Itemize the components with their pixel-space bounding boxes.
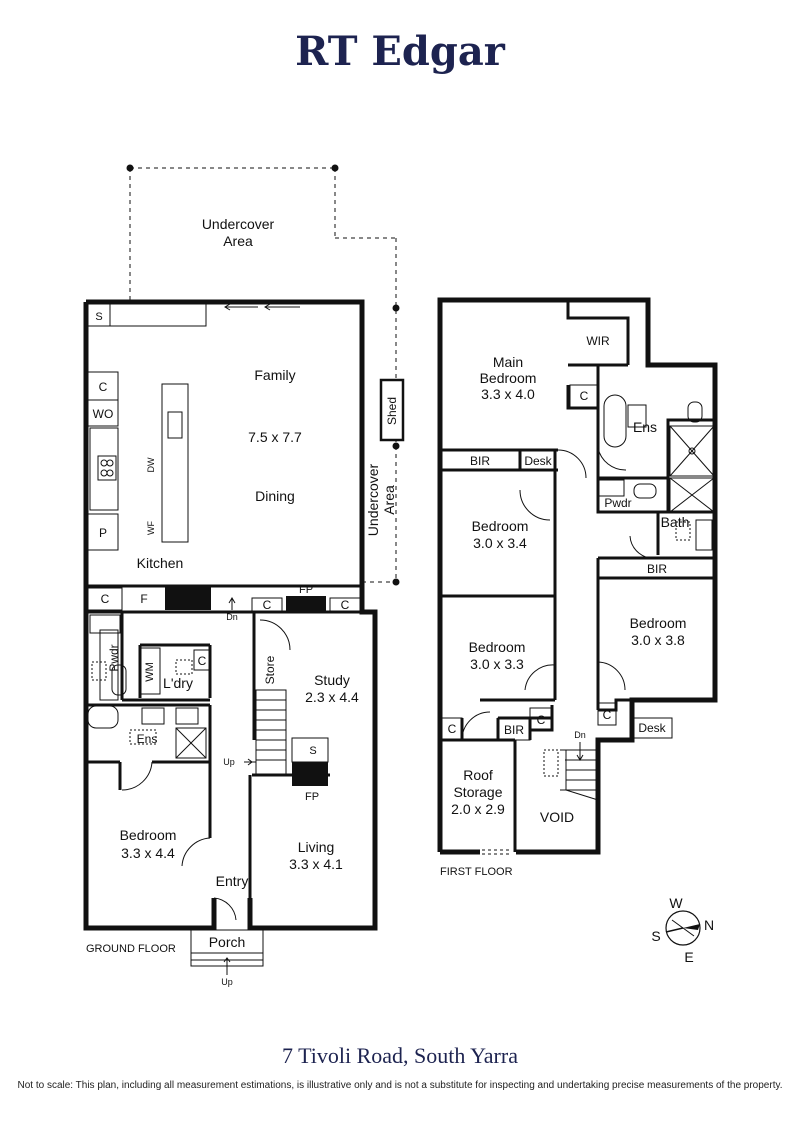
powder-label: Pwdr (107, 644, 121, 671)
family-label: Family (254, 367, 295, 383)
bedroom-b-label: Bedroom (630, 615, 687, 631)
fireplace-top (286, 596, 326, 612)
void-label: VOID (540, 809, 574, 825)
compass-south: S (651, 928, 660, 944)
bath-label: Bath (661, 514, 690, 530)
first-stairs (560, 742, 599, 801)
sliding-door-arrows (224, 303, 300, 311)
ground-stairs (244, 689, 329, 776)
bir-2-label: BIR (647, 562, 667, 576)
first-floor-label: FIRST FLOOR (440, 866, 513, 878)
bedroom-a-dimensions: 3.0 x 3.4 (473, 535, 527, 551)
stair-up-label: Up (223, 757, 235, 767)
kitchen-label: Kitchen (137, 555, 184, 571)
first-door-arcs (461, 447, 659, 741)
dishwasher-label: DW (146, 457, 156, 472)
compass: W N S E (651, 895, 714, 965)
stair-shelf-label: S (309, 745, 316, 757)
dining-label: Dining (255, 488, 295, 504)
compass-east: E (684, 949, 693, 965)
bir-1-label: BIR (470, 454, 490, 468)
entry-label: Entry (216, 873, 249, 889)
roof-storage-label-2: Storage (453, 784, 502, 800)
laundry-label: L'dry (163, 675, 193, 691)
ground-windows (130, 299, 378, 931)
cupboard-3-label: C (603, 708, 612, 722)
first-down-label: Dn (574, 730, 586, 740)
cupboard-fp-left-label: C (263, 598, 272, 612)
washing-machine-label: WM (144, 662, 156, 682)
compass-north: N (704, 917, 714, 933)
ground-bedroom-label: Bedroom (120, 827, 177, 843)
porch-label: Porch (209, 934, 246, 950)
undercover-top-label-2: Area (223, 233, 253, 249)
water-filter-label: WF (146, 521, 156, 535)
shelf-s-label: S (95, 311, 102, 323)
brand-logo: RT Edgar (295, 28, 505, 75)
pantry-label: P (99, 526, 107, 540)
fireplace-bottom (292, 762, 328, 786)
roof-storage-dimensions: 2.0 x 2.9 (451, 801, 505, 817)
down-label: Dn (226, 612, 238, 622)
shed-box (379, 378, 405, 442)
ground-bedroom-dimensions: 3.3 x 4.4 (121, 845, 175, 861)
bedroom-b-dimensions: 3.0 x 3.8 (631, 632, 685, 648)
ground-ensuite-label: Ens (137, 732, 158, 746)
undercover-side-label-1: Undercover (365, 463, 381, 536)
study-dimensions: 2.3 x 4.4 (305, 689, 359, 705)
undercover-top-label-1: Undercover (202, 216, 275, 232)
study-label: Study (314, 672, 350, 688)
fireplace-top-label: FP (299, 584, 313, 596)
main-cupboard-label: C (580, 389, 589, 403)
store-label: Store (263, 655, 277, 684)
first-floor-plan: WIR Main Bedroom 3.3 x 4.0 C Ens BIR Des… (437, 297, 718, 878)
compass-west: W (669, 895, 683, 911)
kitchen-cupboard-label: C (99, 380, 108, 394)
living-dimensions: 3.3 x 4.1 (289, 856, 343, 872)
fireplace-bottom-label: FP (305, 791, 319, 803)
ground-door-arcs (121, 597, 291, 921)
main-bedroom-dimensions: 3.3 x 4.0 (481, 386, 535, 402)
bir-3-label: BIR (504, 723, 524, 737)
porch-steps (190, 929, 264, 975)
wall-oven-label: WO (93, 407, 114, 421)
walk-in-robe-label: WIR (586, 334, 610, 348)
bedroom-a-label: Bedroom (472, 518, 529, 534)
first-outer-walls (437, 297, 718, 855)
cupboard-fp-right-label: C (341, 598, 350, 612)
first-powder-label: Pwdr (604, 496, 631, 510)
bedroom-c-dimensions: 3.0 x 3.3 (470, 656, 524, 672)
family-dimensions: 7.5 x 7.7 (248, 429, 302, 445)
property-address: 7 Tivoli Road, South Yarra (282, 1043, 518, 1068)
first-fixtures (441, 384, 715, 777)
disclaimer-text: Not to scale: This plan, including all m… (17, 1080, 783, 1091)
main-bedroom-label-2: Bedroom (480, 370, 537, 386)
first-ensuite-label: Ens (633, 419, 657, 435)
fridge-label: F (140, 592, 147, 606)
first-windows (437, 297, 718, 855)
laundry-cupboard-label: C (198, 654, 207, 668)
ground-floor-plan: Undercover Area Undercover Area Shed Fam… (83, 164, 405, 987)
bedroom-c-label: Bedroom (469, 639, 526, 655)
fridge-block (165, 586, 211, 610)
porch-up-label: Up (221, 977, 233, 987)
desk-1-label: Desk (524, 454, 552, 468)
post-markers (126, 164, 400, 586)
kitchen-joinery (87, 303, 361, 613)
cupboard-left-label: C (101, 592, 110, 606)
shed-label: Shed (385, 397, 399, 425)
ground-outer-walls (83, 299, 378, 931)
laundry-fixtures (87, 614, 211, 759)
cupboard-1-label: C (448, 722, 457, 736)
main-bedroom-label-1: Main (493, 354, 523, 370)
undercover-side-label-2: Area (381, 485, 397, 515)
cupboard-2-label: C (537, 713, 546, 727)
desk-2-label: Desk (638, 721, 666, 735)
roof-storage-label-1: Roof (463, 767, 493, 783)
ground-floor-label: GROUND FLOOR (86, 943, 176, 955)
living-label: Living (298, 839, 335, 855)
